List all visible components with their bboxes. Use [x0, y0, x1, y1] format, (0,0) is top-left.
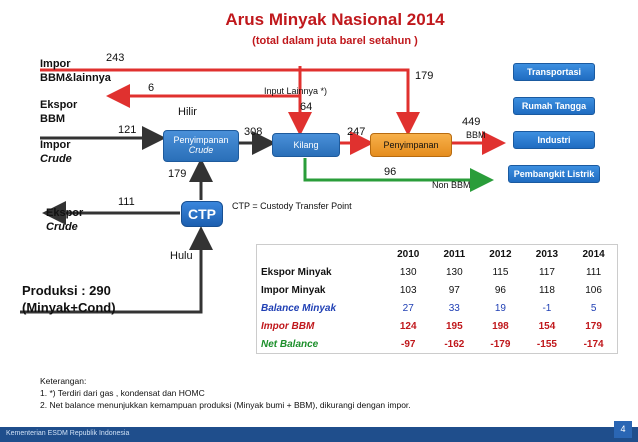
table-cell: 154 — [538, 320, 556, 332]
node-penyimpanan: Penyimpanan — [370, 133, 452, 157]
ekspor-crude-value: 111 — [118, 196, 135, 208]
table-row: Impor Minyak 103 97 96 118 106 — [257, 281, 618, 299]
input-lainnya-value: 64 — [300, 101, 313, 113]
table-cell: 103 — [399, 284, 417, 296]
year-header: 2014 — [582, 248, 605, 260]
sector-rumah-tangga: Rumah Tangga — [513, 97, 595, 115]
table-cell: 179 — [585, 320, 602, 332]
table-row: Balance Minyak 27 33 19 -1 5 — [257, 299, 618, 317]
bbm-value: 449 — [462, 116, 481, 128]
input-lainnya-label: Input Lainnya *) — [264, 86, 328, 96]
table-cell: 117 — [538, 266, 555, 278]
year-header: 2010 — [397, 248, 420, 260]
table-cell: -1 — [542, 302, 552, 314]
table-cell: -155 — [536, 338, 557, 350]
impor-bbm-label: Impor BBM&lainnya — [40, 58, 111, 84]
table-cell: -174 — [583, 338, 604, 350]
table-cell: 27 — [402, 302, 414, 314]
table-cell: -162 — [444, 338, 465, 350]
table-cell: 19 — [494, 302, 506, 314]
flow-non-bbm — [303, 158, 494, 192]
table-cell: 97 — [448, 284, 460, 296]
hulu-label: Hulu — [170, 250, 193, 262]
table-cell: 118 — [538, 284, 555, 296]
non-bbm-label: Non BBM — [432, 180, 471, 190]
ekspor-crude-label: Ekspor Crude — [46, 207, 84, 233]
table-cell: -97 — [401, 338, 416, 350]
non-bbm-value: 96 — [384, 166, 397, 178]
year-header: 2011 — [443, 248, 466, 260]
flow-produksi — [20, 226, 213, 314]
hilir-label: Hilir — [178, 106, 197, 118]
node-kilang: Kilang — [272, 133, 340, 157]
to-storage-value: 179 — [415, 70, 434, 82]
row-label: Ekspor Minyak — [261, 266, 332, 278]
table-cell: 124 — [399, 320, 417, 332]
table-cell: 195 — [445, 320, 463, 332]
kilang-to-storage-value: 247 — [347, 126, 366, 138]
footer-org: Kementerian ESDM Republik Indonesia — [6, 430, 130, 437]
row-label: Impor BBM — [261, 320, 315, 332]
page-subtitle: (total dalam juta barel setahun ) — [252, 35, 418, 47]
table-cell: 130 — [399, 266, 417, 278]
ekspor-bbm-value: 6 — [148, 82, 155, 94]
sector-industri: Industri — [513, 131, 595, 149]
table-cell: 115 — [492, 266, 509, 278]
table-cell: 198 — [492, 320, 509, 332]
produksi-label: Produksi : 290 (Minyak+Cond) — [22, 283, 116, 315]
table-cell: 111 — [585, 266, 602, 278]
node-ctp: CTP — [181, 201, 223, 227]
crude-from-ctp-value: 179 — [168, 168, 187, 180]
table-row: Net Balance -97 -162 -179 -155 -174 — [257, 335, 618, 354]
sector-pembangkit-listrik: Pembangkit Listrik — [508, 165, 600, 183]
impor-crude-label: Impor Crude — [40, 139, 72, 165]
footer-bar — [0, 427, 638, 442]
balance-table: 2010 2011 2012 2013 2014 Ekspor Minyak 1… — [256, 244, 618, 354]
ctp-note: CTP = Custody Transfer Point — [232, 201, 352, 211]
table-cell: 5 — [590, 302, 597, 314]
flow-impor-bbm — [40, 68, 420, 136]
page-number: 4 — [614, 421, 632, 438]
table-row: Impor BBM 124 195 198 154 179 — [257, 317, 618, 335]
year-header: 2013 — [535, 248, 559, 260]
impor-crude-value: 121 — [118, 124, 137, 136]
row-label: Impor Minyak — [261, 284, 326, 296]
table-cell: 33 — [448, 302, 460, 314]
impor-bbm-value: 243 — [106, 52, 125, 64]
sector-transportasi: Transportasi — [513, 63, 595, 81]
bbm-label: BBM — [466, 130, 486, 140]
table-cell: 106 — [585, 284, 602, 296]
storage-to-kilang-value: 308 — [244, 126, 263, 138]
year-header: 2012 — [489, 248, 512, 260]
node-penyimpanan-crude: Penyimpanan Crude — [163, 130, 239, 162]
row-label: Balance Minyak — [261, 302, 337, 314]
table-row: Ekspor Minyak 130 130 115 117 111 — [257, 263, 618, 281]
table-header-row: 2010 2011 2012 2013 2014 — [257, 245, 618, 264]
row-label: Net Balance — [261, 338, 319, 350]
page-title: Arus Minyak Nasional 2014 — [225, 10, 445, 29]
table-cell: 130 — [445, 266, 463, 278]
table-cell: 96 — [494, 284, 506, 296]
table-cell: -179 — [490, 338, 511, 350]
notes: Keterangan: 1. *) Terdiri dari gas , kon… — [40, 376, 411, 410]
ekspor-bbm-label: Ekspor BBM — [40, 99, 78, 125]
